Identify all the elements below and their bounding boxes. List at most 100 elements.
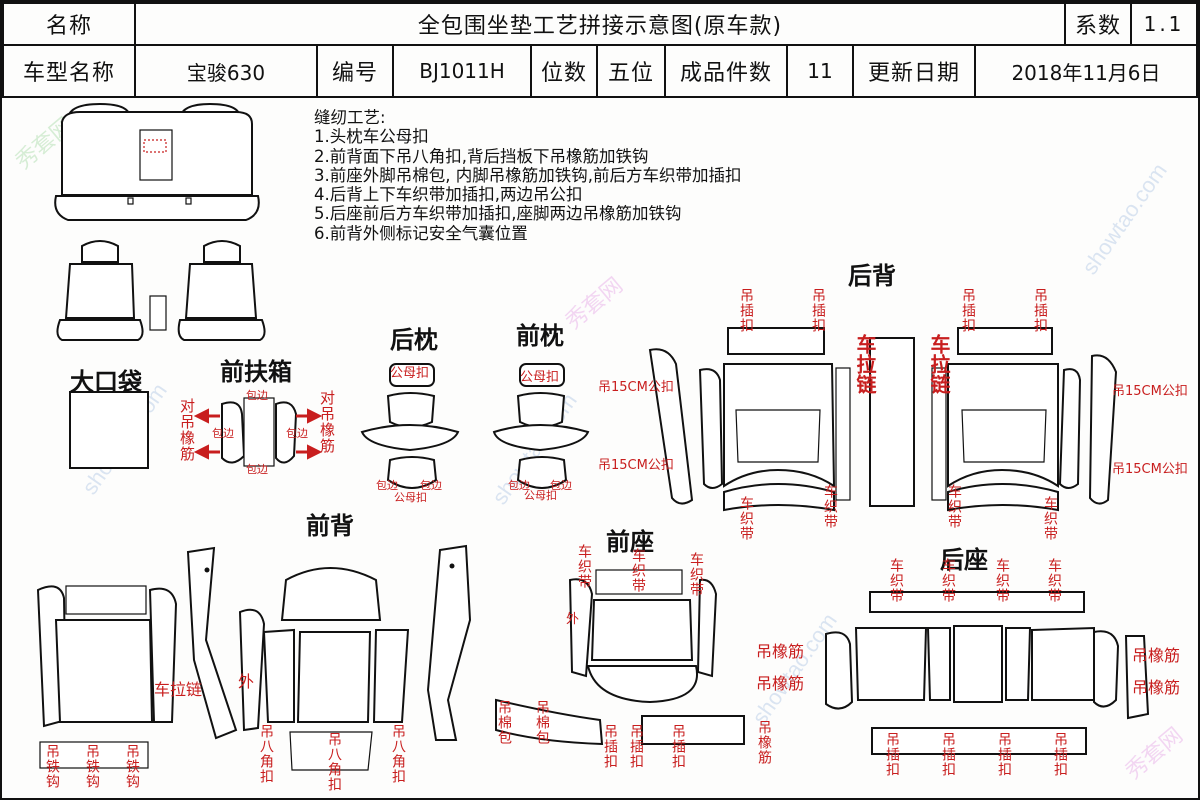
label-front-headrest-snap-bottom: 公母扣 xyxy=(524,489,557,502)
model-label-cell: 车型名称 xyxy=(2,44,136,98)
rear-seat-pieces xyxy=(825,591,1150,755)
date-value: 2018年11月6日 xyxy=(1011,60,1161,85)
label-rear-back-buckle-4: 吊插扣 xyxy=(1032,288,1048,333)
label-edge-binding-1: 包边 xyxy=(246,389,268,402)
label-rear-seat-webbing-3: 车织带 xyxy=(994,558,1010,603)
rear-bench-overview xyxy=(54,102,260,221)
label-rear-back-webbing-2: 车织带 xyxy=(822,484,838,529)
label-hang-elastic-pair-left: 对吊橡筋 xyxy=(178,398,196,462)
label-male-snap-15cm-4: 吊15CM公扣 xyxy=(1112,462,1188,477)
label-rear-back-webbing-1: 车织带 xyxy=(738,496,754,541)
label-front-headrest-edge-r: 包边 xyxy=(550,479,572,492)
label-front-seat-webbing-2: 车织带 xyxy=(630,548,646,593)
label-rear-seat-elastic-2: 吊橡筋 xyxy=(756,674,805,693)
label-rear-seat-webbing-2: 车织带 xyxy=(940,558,956,603)
seats-label: 位数 xyxy=(540,61,587,86)
label-edge-binding-4: 包边 xyxy=(246,463,268,476)
process-title: 缝纫工艺: xyxy=(314,108,386,127)
label-front-seat-cotton-2: 吊棉包 xyxy=(534,700,550,745)
front-headrest-pieces xyxy=(492,363,590,489)
label-rear-back-buckle-2: 吊插扣 xyxy=(810,288,826,333)
label-rear-headrest-edge-l: 包边 xyxy=(376,479,398,492)
section-front-back: 前背 xyxy=(306,512,354,540)
model-value: 宝骏630 xyxy=(186,60,266,85)
label-car-zipper-right: 车拉链 xyxy=(927,334,951,394)
label-edge-binding-3: 包边 xyxy=(286,427,308,440)
label-rear-seat-buckle-4: 吊插扣 xyxy=(1052,732,1068,777)
rear-back-left-pieces xyxy=(648,327,915,512)
label-rear-headrest-snap-bottom: 公母扣 xyxy=(394,491,427,504)
code-value: BJ1011H xyxy=(419,59,505,83)
model-value-cell: 宝骏630 xyxy=(134,44,318,98)
label-rear-seat-elastic-3: 吊橡筋 xyxy=(1132,646,1181,665)
process-step-2: 2.前背面下吊八角扣,背后挡板下吊橡筋加铁钩 xyxy=(314,146,649,166)
section-rear-back: 后背 xyxy=(848,262,896,290)
section-rear-seat: 后座 xyxy=(940,546,988,574)
code-value-cell: BJ1011H xyxy=(392,44,532,98)
code-label: 编号 xyxy=(331,61,378,86)
seats-value: 五位 xyxy=(607,61,654,86)
label-front-back-zipper: 车拉链 xyxy=(154,680,203,699)
process-notes: 缝纫工艺: 1.头枕车公母扣 2.前背面下吊八角扣,背后挡板下吊橡筋加铁钩 3.… xyxy=(314,108,741,243)
label-male-snap-15cm-3: 吊15CM公扣 xyxy=(1112,384,1188,399)
name-label: 名称 xyxy=(45,14,92,39)
section-front-headrest: 前枕 xyxy=(516,322,564,350)
count-value: 11 xyxy=(807,59,833,83)
coef-label-cell: 系数 xyxy=(1064,2,1132,46)
label-rear-seat-buckle-2: 吊插扣 xyxy=(940,732,956,777)
section-front-seat: 前座 xyxy=(606,528,654,556)
big-pocket-piece xyxy=(69,391,149,469)
label-front-back-octagon-3: 吊八角扣 xyxy=(390,724,406,784)
label-car-zipper-left: 车拉链 xyxy=(853,334,877,394)
date-value-cell: 2018年11月6日 xyxy=(974,44,1198,98)
front-seat-pieces xyxy=(495,569,745,746)
rear-back-right-pieces xyxy=(931,327,1118,512)
label-front-seat-buckle-3: 吊插扣 xyxy=(670,724,686,769)
rear-headrest-pieces xyxy=(360,363,460,489)
section-big-pocket: 大口袋 xyxy=(70,368,142,396)
front-back-pieces xyxy=(36,544,472,771)
seats-label-cell: 位数 xyxy=(530,44,598,98)
label-hang-elastic-pair-right: 对吊橡筋 xyxy=(318,390,336,454)
label-rear-seat-webbing-1: 车织带 xyxy=(888,558,904,603)
label-rear-headrest-edge-r: 包边 xyxy=(420,479,442,492)
label-male-snap-15cm-1: 吊15CM公扣 xyxy=(598,380,674,395)
label-front-seat-webbing-1: 车织带 xyxy=(576,544,592,589)
label-front-seat-outer: 外 xyxy=(566,612,580,627)
label-rear-back-webbing-3: 车织带 xyxy=(946,484,962,529)
coef-label: 系数 xyxy=(1074,14,1121,39)
label-rear-back-webbing-4: 车织带 xyxy=(1042,496,1058,541)
label-rear-seat-elastic-4: 吊橡筋 xyxy=(1132,678,1181,697)
label-front-headrest-snap-top: 公母扣 xyxy=(520,370,560,385)
label-front-seat-elastic: 吊橡筋 xyxy=(756,720,772,765)
front-armrest-pieces xyxy=(193,397,323,467)
process-step-3: 3.前座外脚吊棉包, 内脚吊橡筋加铁钩,前后方车织带加插扣 xyxy=(314,165,742,185)
label-rear-seat-buckle-1: 吊插扣 xyxy=(884,732,900,777)
process-step-5: 5.后座前后方车织带加插扣,座脚两边吊橡筋加铁钩 xyxy=(314,204,682,224)
label-front-back-iron-hook-1: 吊铁钩 xyxy=(44,744,60,789)
label-front-seat-buckle-1: 吊插扣 xyxy=(602,724,618,769)
date-label: 更新日期 xyxy=(867,61,960,86)
label-front-seat-cotton-1: 吊棉包 xyxy=(496,700,512,745)
coef-value: 1.1 xyxy=(1143,12,1185,36)
label-front-seat-webbing-3: 车织带 xyxy=(688,552,704,597)
count-label: 成品件数 xyxy=(679,61,772,86)
label-rear-seat-buckle-3: 吊插扣 xyxy=(996,732,1012,777)
count-label-cell: 成品件数 xyxy=(664,44,788,98)
label-male-snap-15cm-2: 吊15CM公扣 xyxy=(598,458,674,473)
process-step-6: 6.前背外侧标记安全气囊位置 xyxy=(314,223,528,243)
date-label-cell: 更新日期 xyxy=(852,44,976,98)
label-front-back-octagon-1: 吊八角扣 xyxy=(258,724,274,784)
section-front-armrest: 前扶箱 xyxy=(220,358,292,386)
process-step-1: 1.头枕车公母扣 xyxy=(314,127,429,147)
label-edge-binding-2: 包边 xyxy=(212,427,234,440)
label-rear-seat-elastic-1: 吊橡筋 xyxy=(756,642,805,661)
label-front-seat-buckle-2: 吊插扣 xyxy=(628,724,644,769)
model-label: 车型名称 xyxy=(22,61,115,86)
label-front-headrest-edge-l: 包边 xyxy=(508,479,530,492)
label-rear-back-buckle-1: 吊插扣 xyxy=(738,288,754,333)
label-front-back-iron-hook-2: 吊铁钩 xyxy=(84,744,100,789)
label-rear-back-buckle-3: 吊插扣 xyxy=(960,288,976,333)
